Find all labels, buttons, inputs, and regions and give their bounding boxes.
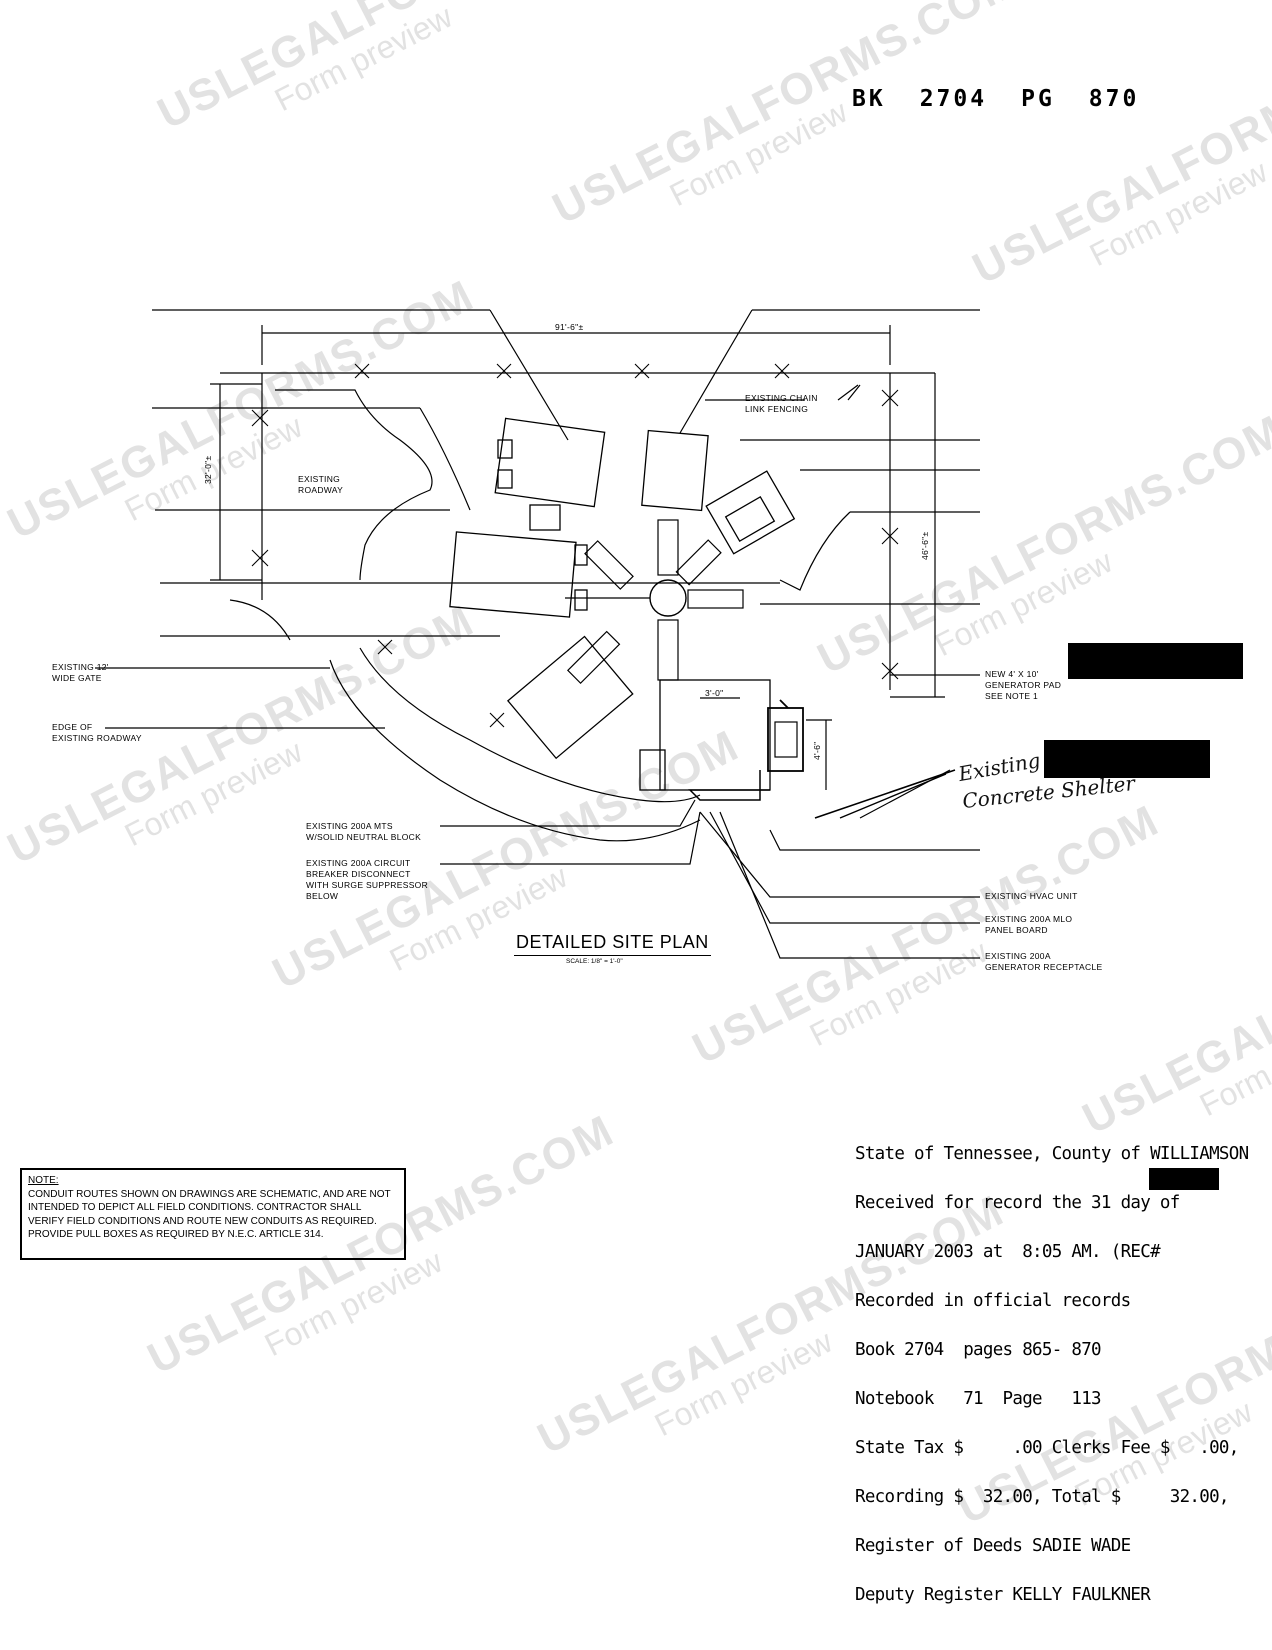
shelter-width-label: 3'-0" bbox=[705, 688, 724, 698]
mts-label: EXISTING 200A MTS W/SOLID NEUTRAL BLOCK bbox=[306, 821, 422, 842]
redaction-box bbox=[1044, 740, 1210, 778]
equipment-pads bbox=[449, 417, 796, 791]
roadway-edge bbox=[329, 659, 701, 842]
roadway-edge bbox=[359, 647, 701, 803]
breaker-label: EXISTING 200A CIRCUIT BREAKER DISCONNECT… bbox=[306, 858, 429, 901]
generator-pad bbox=[767, 707, 804, 772]
central-hub bbox=[649, 579, 687, 617]
chain-fence-label: EXISTING CHAIN LINK FENCING bbox=[745, 393, 818, 414]
redaction-box bbox=[1068, 643, 1243, 679]
spokes bbox=[566, 519, 744, 685]
book-page-header: BK 2704 PG 870 bbox=[852, 86, 1173, 112]
dimension-left-label: 32'-0"± bbox=[203, 455, 213, 484]
redaction-box bbox=[1149, 1168, 1219, 1190]
plan-title: DETAILED SITE PLAN bbox=[514, 932, 711, 956]
gate-label: EXISTING 12' WIDE GATE bbox=[52, 662, 109, 683]
dimension-right-label: 46'-6"± bbox=[920, 531, 930, 560]
mlo-label: EXISTING 200A MLO PANEL BOARD bbox=[985, 914, 1073, 935]
note-heading: NOTE: bbox=[28, 1175, 59, 1186]
recording-line: Received for record the 31 day of bbox=[855, 1192, 1180, 1213]
recording-stamp: State of Tennessee, County of WILLIAMSON… bbox=[855, 1117, 1249, 1632]
recording-line: Recorded in official records bbox=[855, 1290, 1131, 1311]
dimension-top-label: 91'-6"± bbox=[555, 322, 584, 332]
plan-scale: SCALE: 1/8" = 1'-0" bbox=[566, 958, 623, 965]
bk-value: 2704 bbox=[919, 86, 988, 112]
recording-line: Book 2704 pages 865- 870 bbox=[855, 1339, 1102, 1360]
pg-label: PG bbox=[1021, 86, 1055, 112]
bk-label: BK bbox=[852, 86, 886, 112]
recording-line: State Tax $ .00 Clerks Fee $ .00, bbox=[855, 1437, 1239, 1458]
fence-marks bbox=[251, 363, 899, 728]
recording-line: Notebook 71 Page 113 bbox=[855, 1388, 1102, 1409]
note-box: NOTE: CONDUIT ROUTES SHOWN ON DRAWINGS A… bbox=[20, 1168, 406, 1260]
roadway-label: EXISTING ROADWAY bbox=[298, 474, 344, 495]
pg-value: 870 bbox=[1088, 86, 1140, 112]
recording-line: JANUARY 2003 at 8:05 AM. (REC# bbox=[855, 1241, 1161, 1262]
receptacle-label: EXISTING 200A GENERATOR RECEPTACLE bbox=[985, 951, 1103, 972]
roadway-edge bbox=[275, 389, 433, 581]
conduit bbox=[688, 770, 770, 801]
recording-line: Deputy Register KELLY FAULKNER bbox=[855, 1584, 1151, 1605]
recording-line: State of Tennessee, County of WILLIAMSON bbox=[855, 1143, 1249, 1164]
hvac-label: EXISTING HVAC UNIT bbox=[985, 891, 1078, 901]
shelter-height-label: 4'-6" bbox=[812, 741, 822, 760]
recording-line: Recording $ 32.00, Total $ 32.00, bbox=[855, 1486, 1229, 1507]
note-text: CONDUIT ROUTES SHOWN ON DRAWINGS ARE SCH… bbox=[28, 1188, 391, 1241]
generator-pad-label: NEW 4' X 10' GENERATOR PAD SEE NOTE 1 bbox=[985, 669, 1062, 701]
recording-line: Register of Deeds SADIE WADE bbox=[855, 1535, 1131, 1556]
edge-roadway-label: EDGE OF EXISTING ROADWAY bbox=[52, 722, 142, 743]
